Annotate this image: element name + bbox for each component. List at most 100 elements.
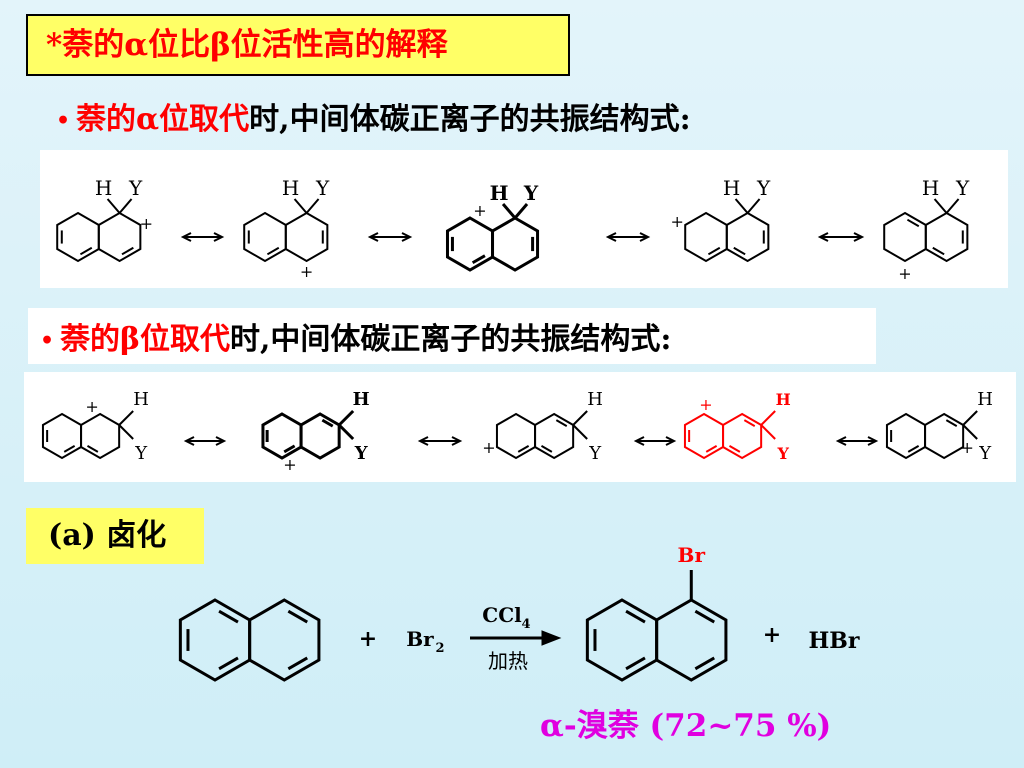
label-y: Y — [978, 443, 992, 464]
right-ring — [722, 412, 763, 460]
right-ring — [655, 598, 728, 682]
right-ring — [491, 216, 540, 272]
arrow-head — [605, 232, 617, 242]
bond-y — [118, 198, 133, 214]
right-ring — [924, 211, 969, 263]
left-ring — [684, 211, 728, 263]
label-y: Y — [588, 443, 602, 464]
double-bond-line — [540, 445, 553, 453]
double-bond-line — [287, 656, 308, 671]
bond-h — [106, 198, 121, 214]
double-bond-line — [694, 656, 715, 671]
reagent-br2-subscript: 2 — [435, 641, 444, 656]
bond-h — [572, 410, 588, 426]
carbocation-plus: + — [300, 262, 313, 281]
bond-y — [118, 424, 134, 440]
bullet-dot: • — [40, 328, 55, 354]
right-ring — [284, 211, 329, 263]
double-bond-line — [705, 445, 718, 453]
right-ring — [725, 211, 770, 263]
double-bond-line — [266, 246, 280, 256]
slide-title: *萘的α位比β位活性高的解释 — [26, 14, 570, 76]
arrow-head — [401, 232, 413, 242]
plus-sign: + — [763, 622, 781, 648]
left-ring — [585, 598, 659, 682]
right-ring — [248, 598, 321, 682]
reaction-arrowhead — [541, 630, 562, 646]
label-h: H — [282, 176, 299, 200]
bullet-dot: • — [56, 108, 71, 134]
double-bond-line — [906, 218, 920, 228]
carbocation-plus: + — [671, 212, 684, 231]
label-y: Y — [523, 181, 539, 205]
label-y: Y — [955, 176, 970, 200]
left-ring — [178, 598, 252, 682]
label-y: Y — [315, 176, 330, 200]
carbocation-plus: + — [482, 438, 495, 457]
product-br-label: Br — [678, 543, 706, 567]
right-ring — [924, 412, 965, 460]
alpha-heading-black: 时,中间体碳正离子的共振结构式: — [249, 102, 691, 137]
bond-y — [305, 198, 320, 214]
beta-resonance-structures: HY+HY+HY+HY+HY+ — [41, 389, 993, 474]
left-ring — [883, 211, 927, 263]
left-ring — [56, 211, 100, 263]
condition-heat: 加热 — [488, 649, 528, 673]
naphthalene-reactant — [178, 598, 321, 682]
double-bond-line — [728, 445, 741, 453]
label-h: H — [490, 181, 509, 205]
beta-structure-3 — [495, 412, 575, 460]
beta-heading-red: 萘的β位取代 — [60, 322, 230, 357]
bond-y — [746, 198, 761, 214]
arrow-head — [180, 232, 192, 242]
product-name: α-溴萘 (72~75 %) — [540, 708, 832, 744]
label-h: H — [95, 176, 112, 200]
double-bond-line — [79, 246, 93, 256]
bond-h — [501, 203, 517, 219]
bond-h — [734, 198, 749, 214]
label-h: H — [776, 390, 791, 409]
label-y: Y — [134, 443, 148, 464]
double-bond-line — [625, 656, 646, 671]
bromonaphthalene-product — [585, 598, 728, 682]
beta-structure-1 — [41, 412, 121, 460]
double-bond-line — [733, 246, 746, 256]
reagent-br2: Br — [406, 627, 434, 651]
label-h: H — [353, 389, 370, 410]
bond-h — [293, 198, 308, 214]
double-bond-line — [945, 419, 958, 427]
left-ring — [41, 412, 83, 460]
double-bond-line — [625, 609, 646, 624]
beta-structure-2 — [261, 412, 341, 460]
beta-heading-panel — [28, 308, 876, 364]
double-bond-line — [907, 445, 920, 453]
label-h: H — [587, 389, 603, 410]
alpha-structure-1 — [56, 211, 142, 263]
carbocation-plus: + — [473, 201, 486, 220]
right-ring — [80, 412, 121, 460]
bond-y — [945, 198, 960, 214]
arrow-head — [835, 436, 847, 446]
beta-structure-5 — [885, 412, 965, 460]
label-y: Y — [756, 176, 771, 200]
label-y: Y — [128, 176, 143, 200]
double-bond-line — [517, 445, 530, 453]
arrow-head — [183, 436, 195, 446]
double-bond-line — [471, 254, 486, 265]
beta-heading-black: 时,中间体碳正离子的共振结构式: — [229, 322, 672, 357]
carbocation-plus: + — [898, 264, 911, 283]
arrow-head — [633, 436, 645, 446]
carbocation-plus: + — [699, 395, 712, 414]
bond-y — [760, 424, 776, 440]
arrow-head — [367, 232, 379, 242]
double-bond-line — [707, 246, 721, 256]
halogenation-heading: (a) 卤化 — [26, 508, 204, 564]
alpha-structure-2 — [243, 211, 329, 263]
label-h: H — [133, 389, 149, 410]
carbocation-plus: + — [85, 397, 98, 416]
arrow-head — [817, 232, 829, 242]
label-y: Y — [776, 444, 789, 463]
double-bond-line — [694, 609, 715, 624]
arrow-head — [451, 436, 463, 446]
